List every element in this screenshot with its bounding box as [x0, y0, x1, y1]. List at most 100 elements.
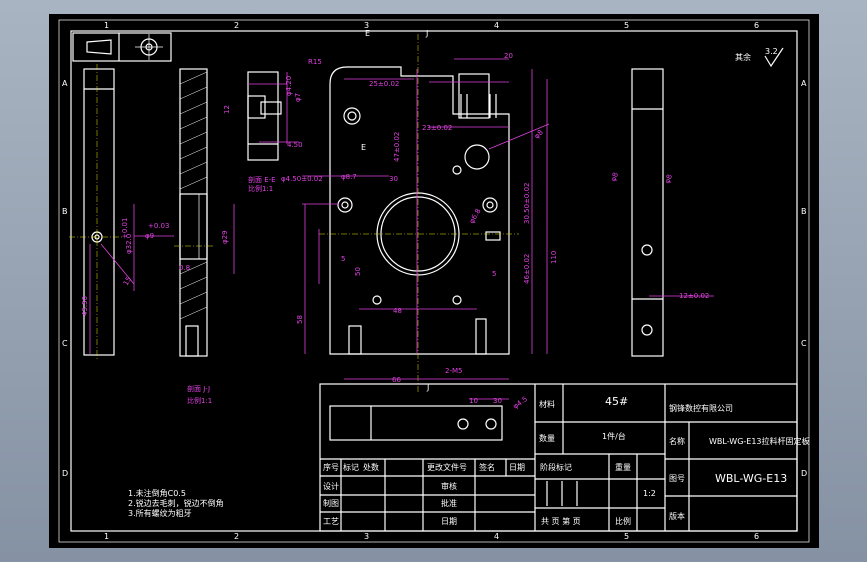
dim: φ8: [663, 173, 674, 184]
svg-text:处数: 处数: [363, 462, 379, 472]
dim: 12±0.02: [679, 292, 709, 300]
outer-frame: [58, 19, 810, 543]
dim: 46±0.02: [523, 254, 531, 284]
zone-num: 3: [364, 21, 369, 30]
svg-text:比例1:1: 比例1:1: [187, 396, 212, 405]
svg-text:设计: 设计: [323, 481, 339, 491]
bottom-view: [329, 405, 503, 441]
dim: 5: [341, 255, 345, 263]
dim: 48: [393, 307, 402, 315]
zone-num: 3: [364, 532, 369, 541]
dim: +0.03: [148, 222, 169, 230]
dim: 15: [122, 275, 133, 287]
zone-num: 6: [754, 532, 759, 541]
dim: 20: [504, 52, 513, 60]
svg-text:审核: 审核: [441, 481, 457, 491]
svg-text:共 页 第 页: 共 页 第 页: [541, 516, 581, 526]
zone-letter: A: [801, 79, 807, 88]
dim: φ4.50±0.02: [281, 175, 323, 183]
svg-text:比例1:1: 比例1:1: [248, 184, 273, 193]
dim: 30: [389, 175, 398, 183]
dim: 58: [296, 315, 304, 324]
dim: φ8.7: [341, 173, 357, 181]
zone-num: 1: [104, 21, 109, 30]
dim: 5: [492, 270, 496, 278]
side-view-right: [631, 68, 664, 357]
technical-notes: 1.未注倒角C0.5 2.锐边去毛刺，锐边不倒角 3.所有螺纹为粗牙: [128, 488, 224, 518]
dim: 0.8: [179, 264, 190, 272]
svg-text:3.2: 3.2: [765, 47, 778, 56]
svg-text:材料: 材料: [539, 399, 555, 409]
svg-text:WBL-WG-E13拉料杆固定板: WBL-WG-E13拉料杆固定板: [709, 436, 810, 446]
svg-text:图号: 图号: [669, 474, 685, 483]
dim: φ9: [145, 232, 154, 240]
detail-view-e: [247, 71, 282, 161]
dim: φ8: [609, 171, 620, 182]
svg-text:E: E: [365, 29, 370, 38]
zone-num: 4: [494, 21, 499, 30]
dim: 12: [223, 105, 231, 114]
svg-text:日期: 日期: [441, 517, 457, 526]
section-view-ff: [174, 68, 214, 357]
section-labels: E E J J: [361, 29, 429, 392]
svg-text:标记: 标记: [343, 462, 359, 472]
dim: 47±0.02: [393, 132, 401, 162]
dimension-texts: R15 25±0.02 20 23±0.02 47±0.02 30 φ4.50±…: [81, 52, 709, 411]
svg-text:E: E: [361, 143, 366, 152]
svg-text:J: J: [426, 383, 429, 392]
svg-text:比例: 比例: [615, 516, 631, 526]
svg-text:日期: 日期: [509, 463, 525, 472]
svg-text:钢锋数控有限公司: 钢锋数控有限公司: [669, 403, 733, 413]
dim: 10: [469, 397, 478, 405]
drawing-canvas: 1 2 3 4 5 6 1 2 3 4 5 6 A B C D A B C D …: [58, 19, 810, 543]
dim: 23±0.02: [422, 124, 452, 132]
svg-text:剖面 J-J: 剖面 J-J: [187, 384, 210, 393]
svg-text:45#: 45#: [605, 395, 628, 408]
dim: 30: [493, 397, 502, 405]
svg-text:数量: 数量: [539, 433, 555, 443]
main-plate: [319, 34, 519, 394]
zone-letter: C: [801, 339, 807, 348]
side-view-rod: [69, 64, 124, 359]
detail-labels: 剖面 E-E 比例1:1 剖面 J-J 比例1:1: [187, 175, 276, 405]
svg-text:批准: 批准: [441, 498, 457, 508]
zone-numbers: 1 2 3 4 5 6 1 2 3 4 5 6: [104, 21, 759, 541]
note-line: 1.未注倒角C0.5: [128, 488, 186, 498]
svg-text:版本: 版本: [669, 511, 685, 521]
zone-num: 2: [234, 21, 239, 30]
roughness-note: 其余 3.2: [735, 47, 784, 68]
zone-letter: A: [62, 79, 68, 88]
svg-text:J: J: [425, 29, 428, 38]
zone-num: 4: [494, 532, 499, 541]
zone-num: 1: [104, 532, 109, 541]
projection-symbol: [72, 32, 172, 62]
zone-letters: A B C D A B C D: [62, 79, 807, 478]
dim: 25±0.02: [369, 80, 399, 88]
dim: φ4.5: [512, 395, 529, 411]
dim: φ7: [294, 93, 302, 102]
dim: 30.50±0.02: [523, 183, 531, 225]
dim: R15: [308, 58, 322, 66]
zone-letter: C: [62, 339, 68, 348]
dim: φ4.20: [285, 76, 293, 96]
dim: φ32.0: [125, 234, 133, 254]
dim: 110: [550, 251, 558, 264]
drawing-sheet: 1 2 3 4 5 6 1 2 3 4 5 6 A B C D A B C D …: [49, 14, 819, 548]
dim: +0.01: [121, 218, 129, 239]
dim: 4.50: [287, 141, 303, 149]
svg-text:WBL-WG-E13: WBL-WG-E13: [715, 472, 787, 485]
svg-text:序号: 序号: [323, 462, 339, 472]
svg-text:1件/台: 1件/台: [602, 431, 626, 441]
svg-text:重量: 重量: [615, 462, 631, 472]
zone-letter: D: [801, 469, 807, 478]
dim: 2-M5: [445, 367, 462, 375]
svg-text:剖面 E-E: 剖面 E-E: [248, 175, 276, 184]
zone-num: 2: [234, 532, 239, 541]
zone-letter: B: [801, 207, 807, 216]
zone-num: 5: [624, 532, 629, 541]
zone-num: 6: [754, 21, 759, 30]
svg-text:名称: 名称: [669, 436, 685, 446]
svg-text:更改文件号: 更改文件号: [427, 462, 467, 472]
note-line: 3.所有螺纹为粗牙: [128, 508, 192, 518]
title-block: 材料 45# 数量 1件/台 钢锋数控有限公司 名称 WBL-WG-E13拉料杆…: [319, 383, 810, 532]
